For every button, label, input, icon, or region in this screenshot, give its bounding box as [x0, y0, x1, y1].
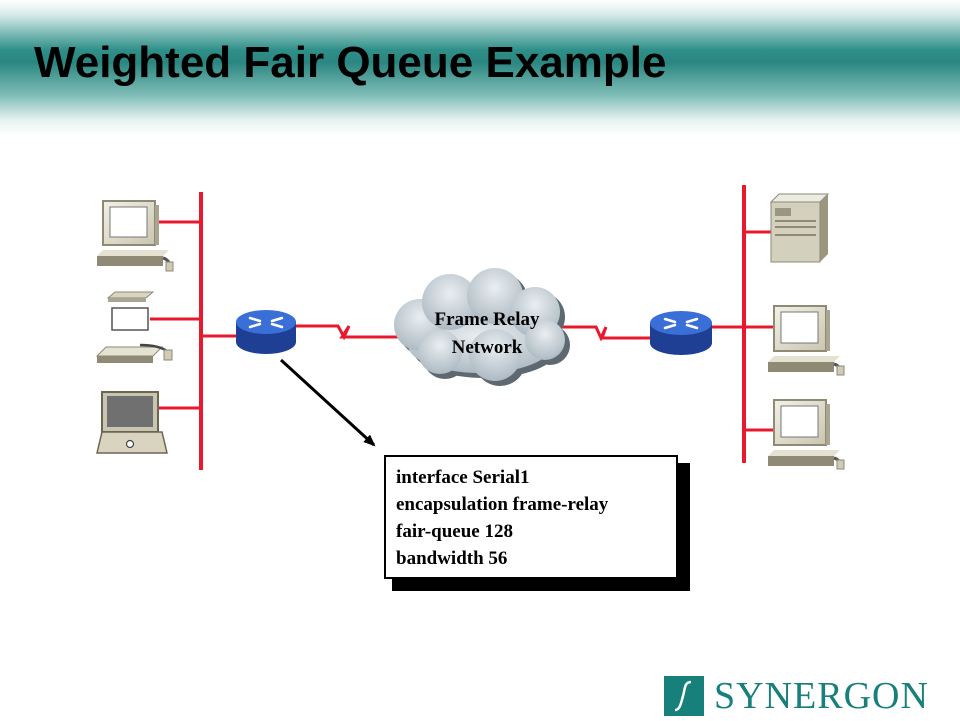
synergon-logo: SYNERGON	[664, 676, 950, 716]
config-line-fair-queue: fair-queue 128	[396, 521, 513, 542]
logo-mark-icon	[664, 676, 704, 716]
router-icon	[236, 310, 296, 354]
slide-title: Weighted Fair Queue Example	[34, 38, 667, 87]
config-line-bandwidth: bandwidth 56	[396, 548, 508, 569]
wan-link-right	[560, 325, 650, 342]
desktop-computer-icon	[97, 200, 174, 272]
frame-relay-cloud: Frame Relay Network	[394, 268, 570, 386]
router-config-box: interface Serial1 encapsulation frame-re…	[384, 455, 678, 579]
config-arrow	[279, 358, 376, 447]
right-lan-segment	[712, 185, 775, 463]
desktop-computer-icon	[768, 399, 845, 470]
config-line-encapsulation: encapsulation frame-relay	[396, 494, 609, 515]
router-icon	[650, 311, 712, 355]
desktop-computer-icon	[768, 305, 845, 376]
printer-icon	[95, 291, 173, 363]
cloud-label-line1: Frame Relay	[435, 309, 540, 330]
config-line-interface: interface Serial1	[396, 467, 530, 488]
logo-text: SYNERGON	[714, 675, 929, 717]
left-lan-segment	[150, 192, 236, 470]
laptop-icon	[96, 391, 168, 454]
header-band	[0, 0, 960, 135]
cloud-label-line2: Network	[452, 337, 523, 358]
server-icon	[769, 193, 830, 263]
wan-link-left	[296, 324, 398, 341]
